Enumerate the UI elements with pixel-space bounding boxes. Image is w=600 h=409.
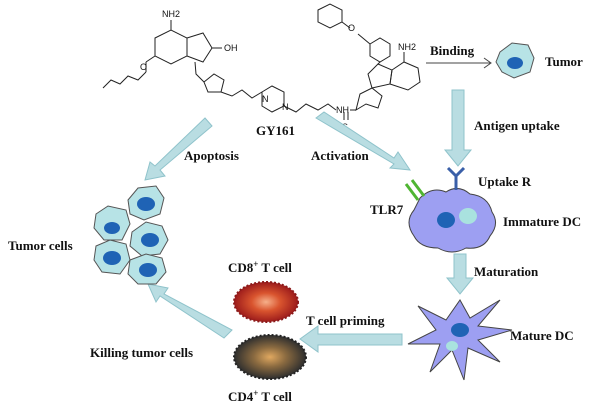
tumor-cell-single	[495, 42, 535, 79]
binding-arrow	[426, 57, 492, 69]
atom-o-right: O	[348, 23, 355, 33]
label-t-cell-priming: T cell priming	[306, 313, 385, 328]
atom-nh2-right: NH2	[398, 42, 416, 52]
label-binding: Binding	[430, 43, 475, 58]
atom-nh2-left: NH2	[162, 9, 180, 19]
atom-nh: NH	[336, 105, 349, 115]
label-apoptosis: Apoptosis	[184, 148, 239, 163]
label-activation: Activation	[311, 148, 370, 163]
activation-arrow	[315, 111, 412, 171]
label-killing-tumor-cells: Killing tumor cells	[90, 345, 193, 360]
molecule-name: GY161	[256, 123, 295, 138]
uptake-r-receptor	[446, 166, 466, 190]
antigen-uptake-arrow	[443, 89, 473, 167]
cd4-t-cell	[233, 334, 307, 380]
killing-arrow	[147, 283, 233, 339]
immature-dc	[404, 166, 496, 253]
label-cd4-t-cell: CD4+ T cell	[228, 388, 292, 404]
cd8-t-cell	[233, 281, 299, 323]
atom-oh: OH	[224, 43, 238, 53]
label-tumor-cells: Tumor cells	[8, 238, 73, 253]
label-cd8-t-cell: CD8+ T cell	[228, 259, 292, 275]
label-tumor: Tumor	[545, 54, 583, 69]
atom-n-pip2: N	[282, 102, 289, 112]
label-tlr7: TLR7	[370, 202, 404, 217]
label-maturation: Maturation	[474, 264, 539, 279]
label-immature-dc: Immature DC	[503, 214, 581, 229]
label-antigen-uptake: Antigen uptake	[474, 118, 560, 133]
tlr7-receptor	[404, 179, 426, 201]
gy161-structure: NH2 OH O N N NH S NH2 O GY161	[102, 3, 421, 138]
apoptosis-arrow	[144, 117, 213, 181]
maturation-arrow	[445, 253, 475, 295]
label-uptake-r: Uptake R	[478, 174, 532, 189]
atom-o-left: O	[140, 62, 147, 72]
mature-dc	[407, 299, 513, 381]
label-mature-dc: Mature DC	[510, 328, 574, 343]
tumor-cells-cluster	[93, 185, 169, 285]
t-cell-priming-arrow	[299, 325, 403, 353]
atom-n-pip1: N	[262, 94, 269, 104]
